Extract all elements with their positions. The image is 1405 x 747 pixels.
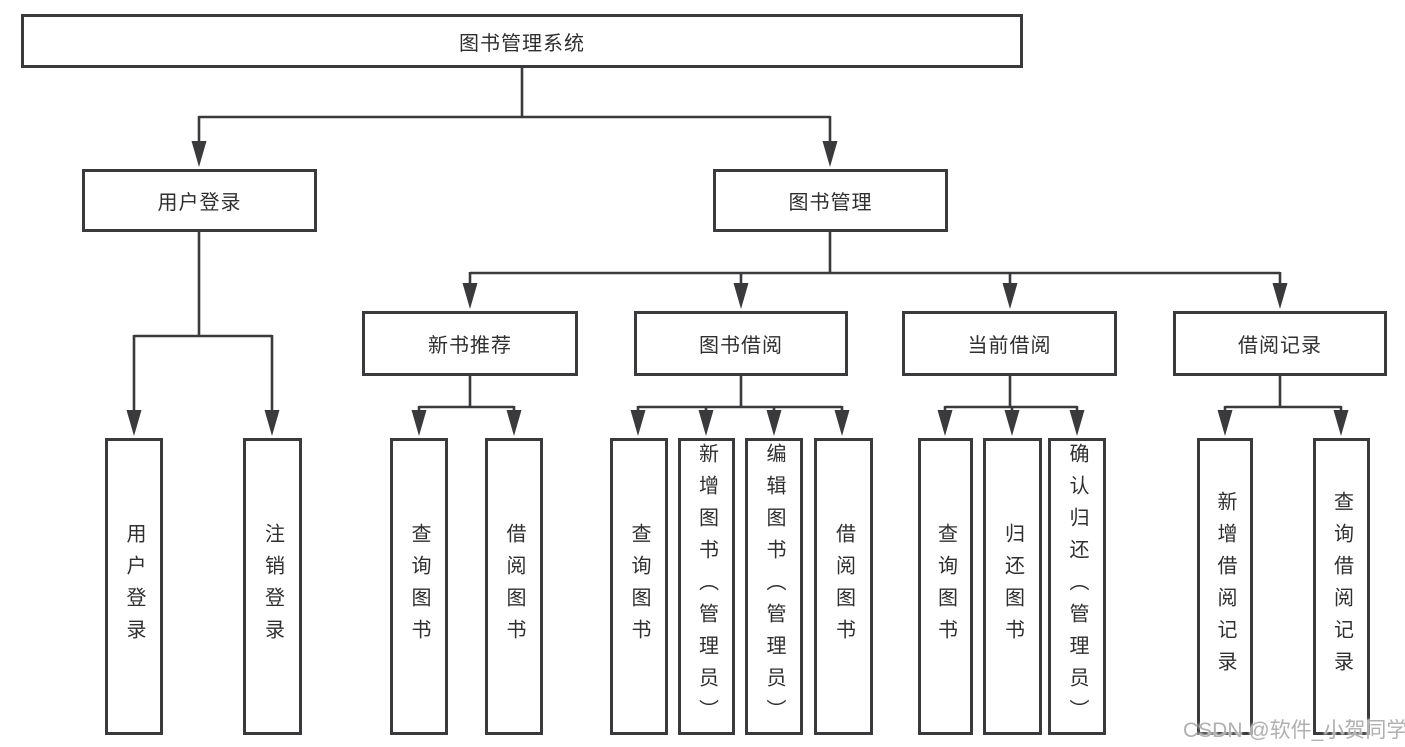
leaf-borrow-query-books-label: 查询图书 <box>628 522 650 651</box>
leaf-query-borrow-record: 查询借阅记录 <box>1313 438 1370 735</box>
leaf-recommend-query-books-label: 查询图书 <box>408 522 430 651</box>
node-system-root-label: 图书管理系统 <box>459 32 585 55</box>
leaf-current-query-books-label: 查询图书 <box>934 522 957 651</box>
arrowheads-leaves <box>126 410 1349 436</box>
leaf-borrow-query-books: 查询图书 <box>610 438 668 735</box>
leaf-borrow-books-label: 借阅图书 <box>832 522 855 651</box>
connector-root-to-level1 <box>197 68 832 146</box>
leaf-confirm-return-admin: 确认归还（管理员） <box>1048 438 1106 735</box>
leaf-current-query-books: 查询图书 <box>918 438 973 735</box>
leaf-edit-books-admin-label: 编辑图书（管理员） <box>763 442 785 731</box>
connector-current-to-leaves <box>943 376 1079 414</box>
node-current-borrow: 当前借阅 <box>902 311 1117 376</box>
node-book-management: 图书管理 <box>713 169 948 232</box>
node-user-login: 用户登录 <box>82 169 317 232</box>
arrowheads-level1 <box>191 141 838 167</box>
node-book-borrow: 图书借阅 <box>634 311 848 376</box>
leaf-add-borrow-record: 新增借阅记录 <box>1197 438 1253 735</box>
connector-records-to-leaves <box>1223 376 1343 414</box>
arrowheads-level2 <box>462 283 1288 309</box>
leaf-recommend-borrow-books: 借阅图书 <box>485 438 543 735</box>
leaf-logout: 注销登录 <box>243 438 302 735</box>
leaf-add-books-admin: 新增图书（管理员） <box>678 438 735 735</box>
connector-recommend-to-leaves <box>417 376 516 414</box>
node-new-book-recommend: 新书推荐 <box>362 311 578 376</box>
leaf-edit-books-admin: 编辑图书（管理员） <box>745 438 803 735</box>
leaf-borrow-books: 借阅图书 <box>814 438 873 735</box>
leaf-logout-label: 注销登录 <box>261 522 284 651</box>
node-user-login-label: 用户登录 <box>157 192 242 214</box>
connector-management-to-level2 <box>468 232 1282 288</box>
leaf-return-books-label: 归还图书 <box>1001 522 1024 651</box>
node-borrow-records: 借阅记录 <box>1173 311 1387 376</box>
leaf-query-borrow-record-label: 查询借阅记录 <box>1330 490 1353 683</box>
node-book-borrow-label: 图书借阅 <box>699 335 783 357</box>
node-current-borrow-label: 当前借阅 <box>967 335 1052 357</box>
leaf-user-login: 用户登录 <box>105 438 163 735</box>
csdn-watermark: CSDN @软件_小贺同学 <box>1183 719 1405 742</box>
leaf-add-borrow-record-label: 新增借阅记录 <box>1214 490 1236 683</box>
leaf-recommend-query-books: 查询图书 <box>390 438 448 735</box>
leaf-add-books-admin-label: 新增图书（管理员） <box>695 442 718 731</box>
leaf-return-books: 归还图书 <box>983 438 1042 735</box>
node-book-management-label: 图书管理 <box>788 192 873 214</box>
node-borrow-records-label: 借阅记录 <box>1238 335 1322 357</box>
leaf-confirm-return-admin-label: 确认归还（管理员） <box>1066 442 1088 731</box>
node-new-book-recommend-label: 新书推荐 <box>428 335 512 357</box>
leaf-recommend-borrow-books-label: 借阅图书 <box>503 522 525 651</box>
connector-borrow-to-leaves <box>636 376 844 414</box>
connector-login-to-leaves <box>132 232 274 414</box>
node-system-root: 图书管理系统 <box>21 14 1023 68</box>
leaf-user-login-label: 用户登录 <box>123 522 145 651</box>
